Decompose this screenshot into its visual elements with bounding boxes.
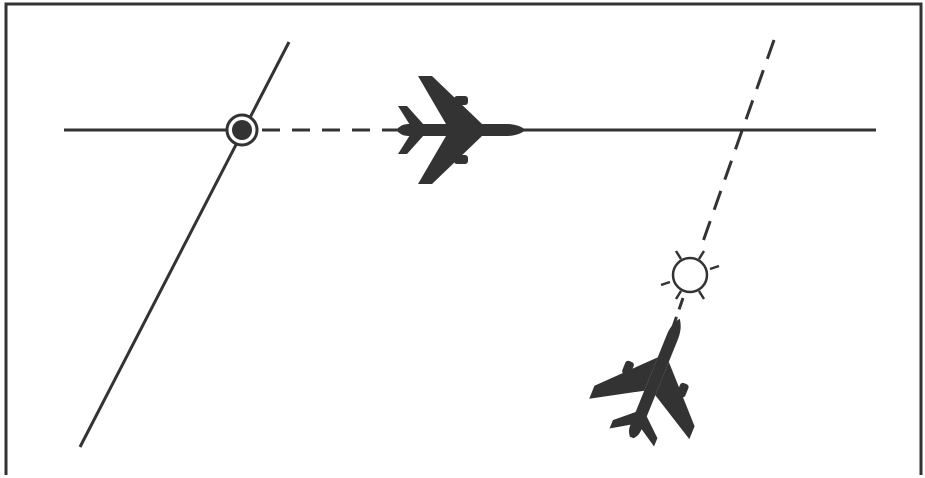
ndb-station-icon <box>660 250 720 300</box>
vor-station-icon <box>225 113 259 147</box>
diagonal-dashed-track <box>698 39 776 251</box>
frame <box>4 2 923 475</box>
airplane-icon-diagonal <box>581 298 730 458</box>
airplane-icon-horizontal <box>398 76 526 184</box>
diagonal-course-line <box>78 41 291 448</box>
